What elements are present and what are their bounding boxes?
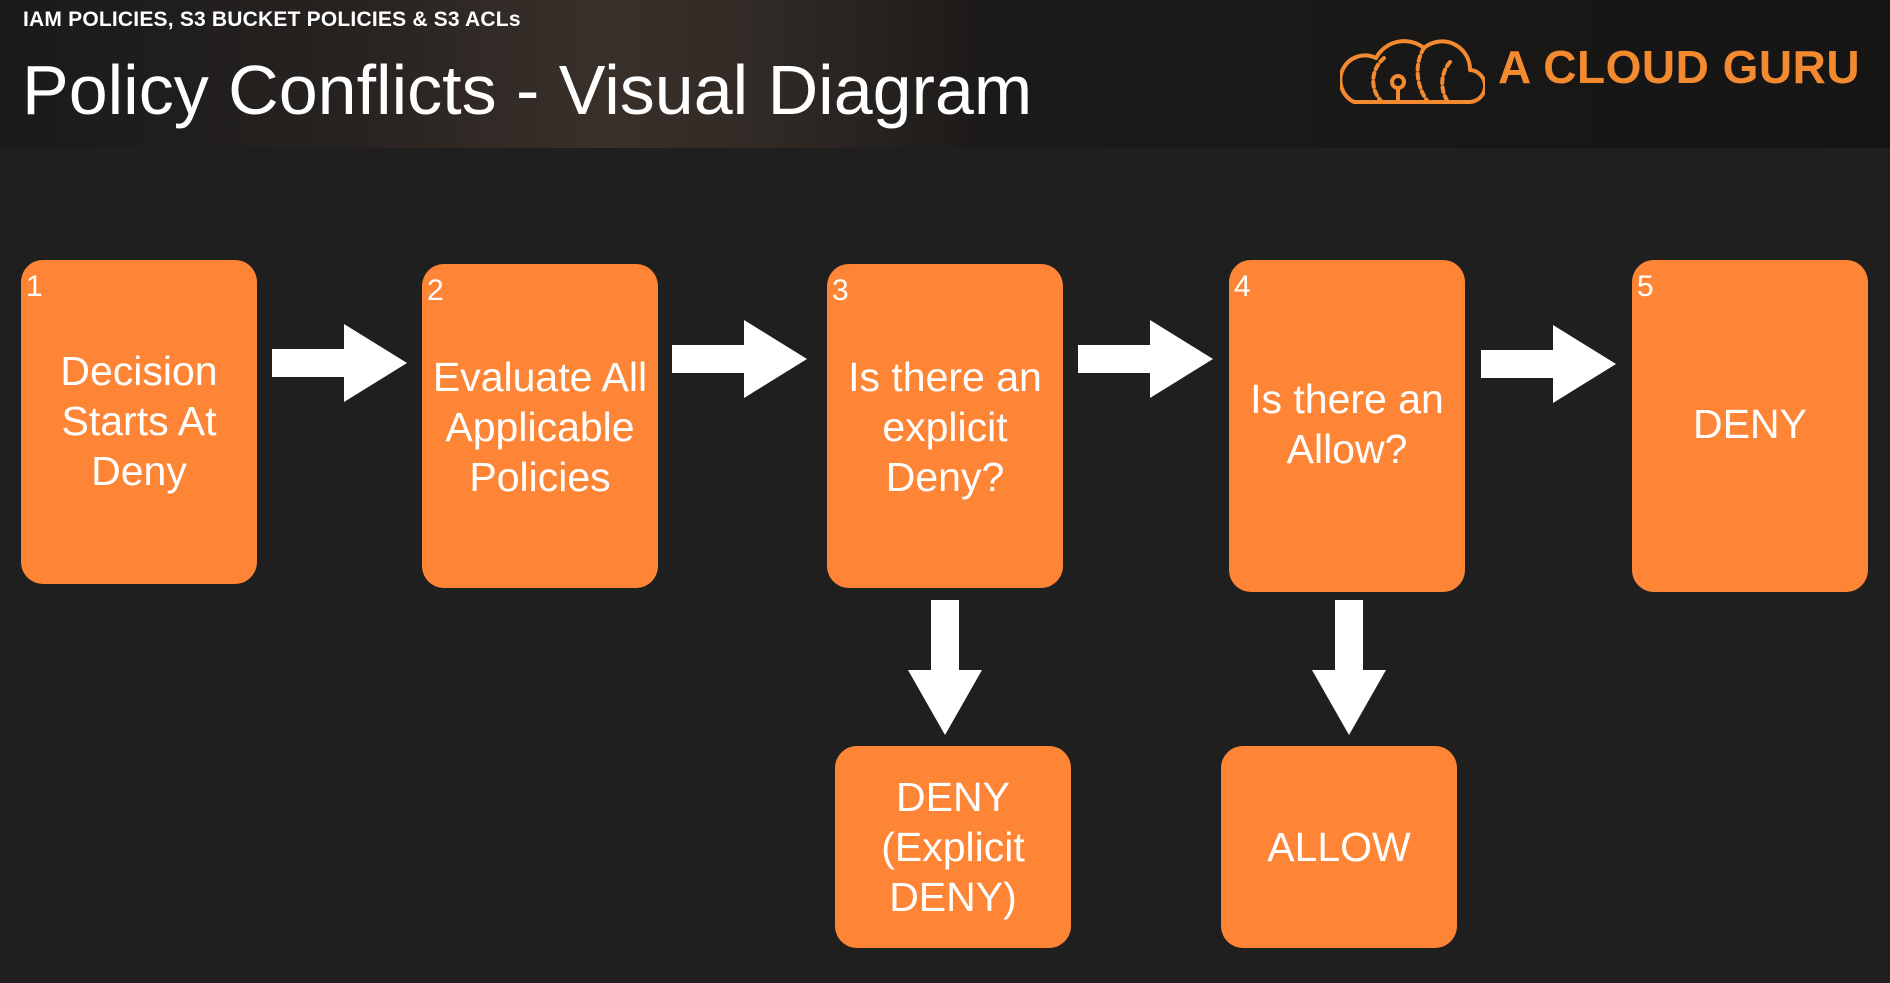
step-number: 1 (26, 270, 43, 303)
cloud-logo-icon (1340, 39, 1485, 105)
arrow-down-icon (908, 600, 982, 735)
step-number: 4 (1234, 270, 1251, 303)
step-box-2: 2 Evaluate All Applicable Policies (422, 264, 658, 588)
arrow-right-icon (1078, 320, 1213, 398)
arrow-right-icon (272, 324, 407, 402)
step-text: Is there an Allow? (1250, 376, 1444, 472)
arrow-right-icon (672, 320, 807, 398)
outcome-text: ALLOW (1267, 824, 1411, 870)
slide-title: Policy Conflicts - Visual Diagram (22, 51, 1033, 129)
step-number: 2 (427, 274, 444, 307)
step-text: DENY (1693, 401, 1807, 447)
step-number: 3 (832, 274, 849, 307)
outcome-text: DENY (Explicit DENY) (881, 774, 1025, 920)
brand-logo: A CLOUD GURU (1340, 24, 1860, 114)
step-text: Evaluate All Applicable Policies (432, 354, 648, 500)
step-box-4: 4 Is there an Allow? (1229, 260, 1465, 592)
arrow-down-icon (1312, 600, 1386, 735)
slide-kicker: IAM POLICIES, S3 BUCKET POLICIES & S3 AC… (23, 8, 521, 31)
step-box-1: 1 Decision Starts At Deny (21, 260, 257, 584)
step-text: Is there an explicit Deny? (848, 354, 1042, 500)
brand-name: A CLOUD GURU (1498, 41, 1861, 93)
step-box-5: 5 DENY (1632, 260, 1868, 592)
arrow-right-icon (1481, 325, 1616, 403)
step-box-3: 3 Is there an explicit Deny? (827, 264, 1063, 588)
step-number: 5 (1637, 270, 1654, 303)
outcome-box-allow: ALLOW (1221, 746, 1457, 948)
slide-header: IAM POLICIES, S3 BUCKET POLICIES & S3 AC… (0, 0, 1890, 148)
outcome-box-explicit-deny: DENY (Explicit DENY) (835, 746, 1071, 948)
step-text: Decision Starts At Deny (60, 348, 218, 494)
